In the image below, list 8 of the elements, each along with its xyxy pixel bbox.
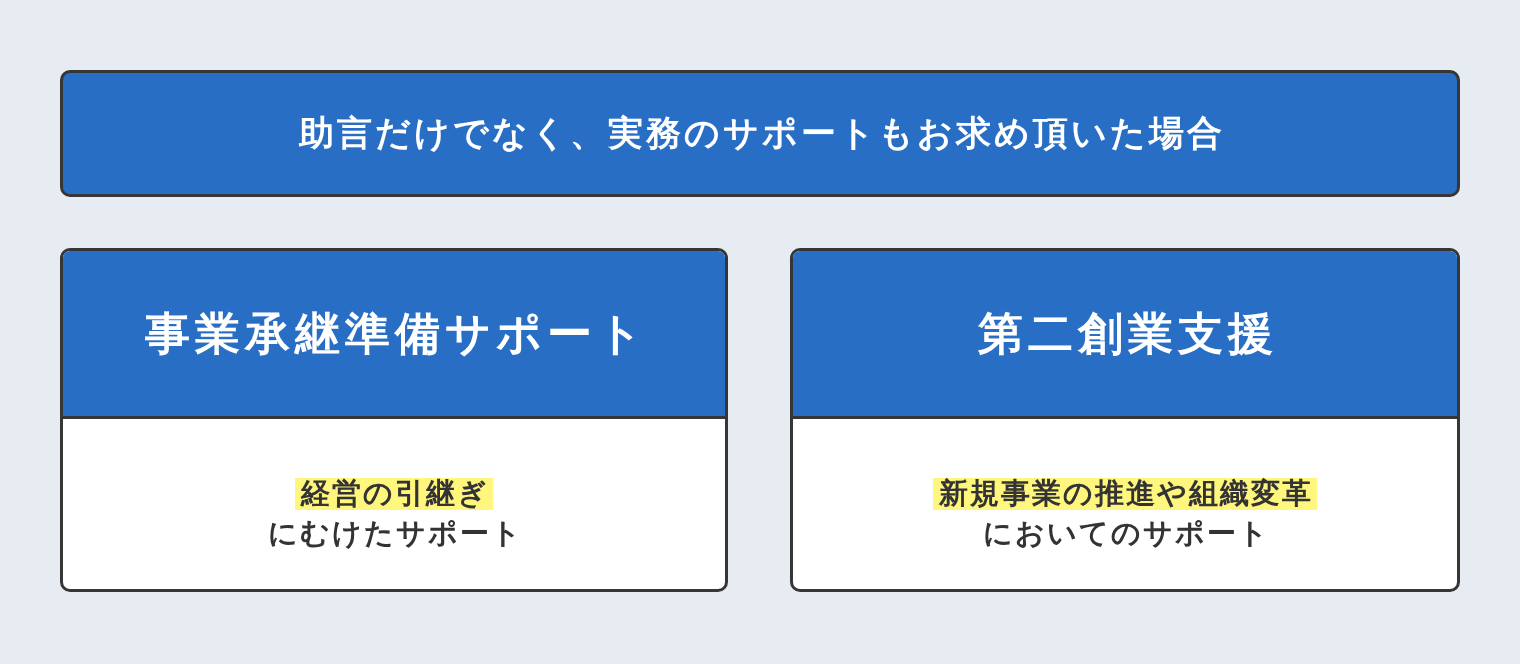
title-banner [60, 70, 1460, 197]
service-card [790, 248, 1460, 592]
body-text: にむけたサポート [266, 515, 523, 552]
card-header: 第二創業支援 [793, 251, 1457, 419]
card-header: 事業承継準備サポート [63, 251, 725, 419]
body-text: においてのサポート [981, 515, 1270, 552]
banner-text: 助言だけでなく、実務のサポートもお求め頂いた場合 [297, 112, 1225, 155]
service-card [60, 248, 728, 592]
